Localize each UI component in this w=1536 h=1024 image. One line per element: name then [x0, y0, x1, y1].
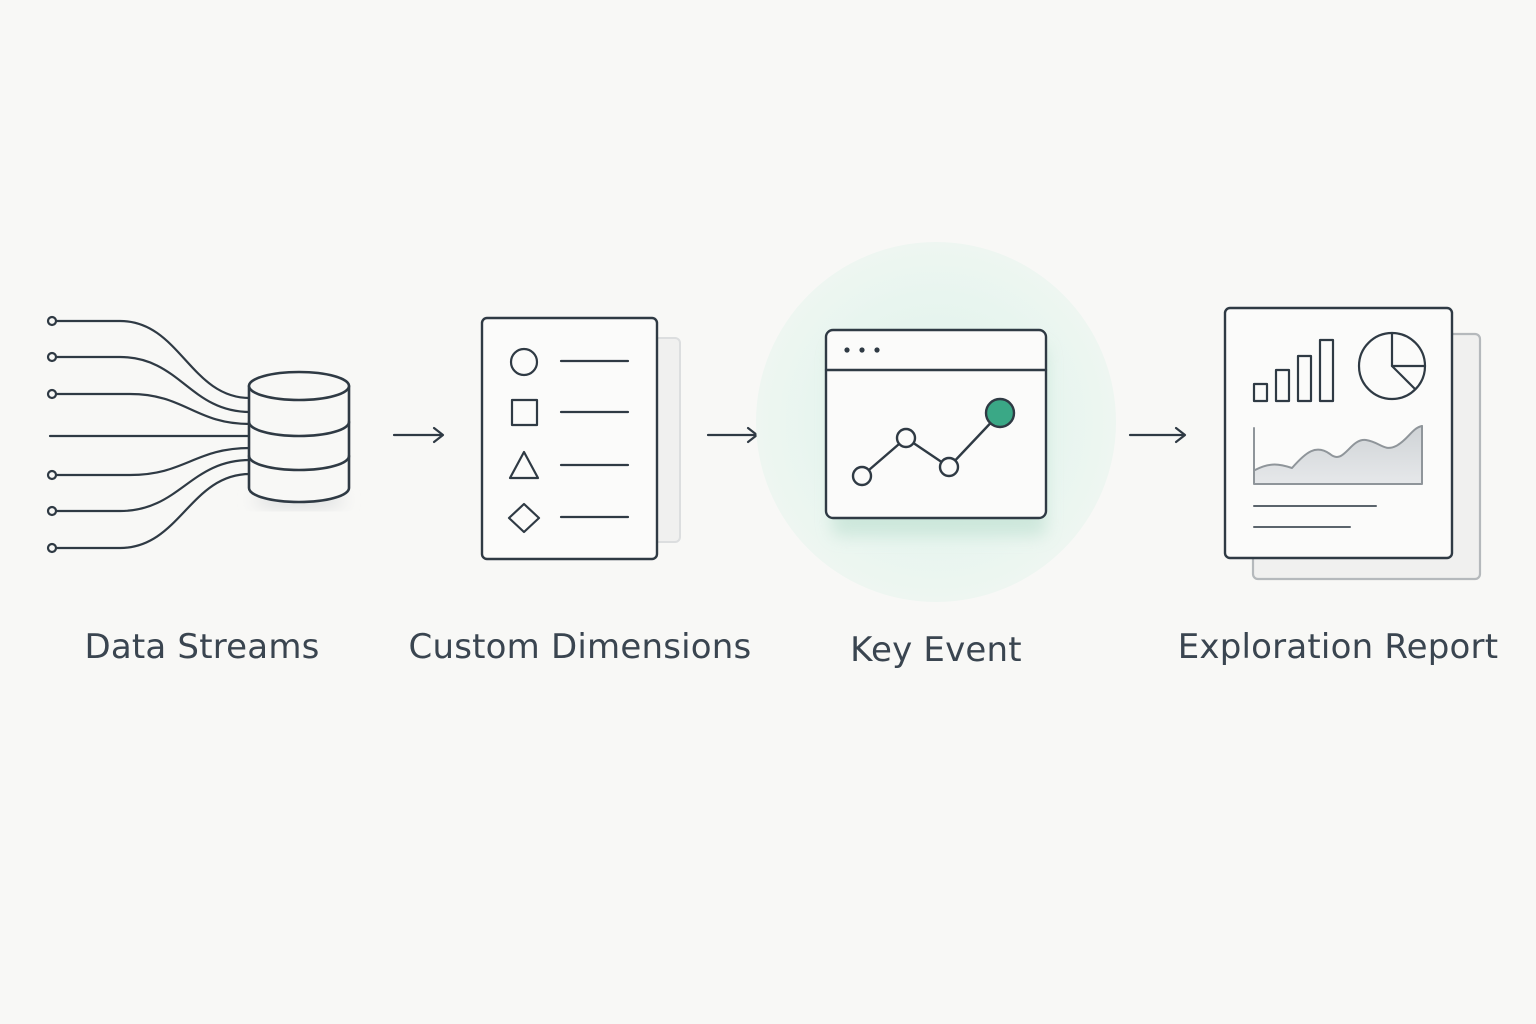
chart-points [851, 427, 960, 487]
area-chart-icon [1253, 425, 1423, 485]
stream-lines [48, 319, 252, 550]
diamond-shape [507, 502, 541, 534]
browser-line-chart-icon [824, 328, 1048, 520]
square-shape [510, 398, 539, 427]
circle-shape [509, 347, 539, 377]
data-streams-icon [46, 315, 351, 554]
database-icon [247, 370, 351, 504]
bar-chart-icon [1252, 338, 1335, 403]
step-label-key-event: Key Event [850, 630, 1022, 670]
text-lines [1253, 505, 1377, 528]
key-event-point [984, 397, 1016, 429]
arrow-right-icon [392, 426, 445, 444]
arrow-right-icon [1128, 426, 1187, 444]
arrow-right-icon [706, 426, 759, 444]
pie-chart-icon [1357, 331, 1427, 401]
triangle-shape [508, 450, 540, 480]
step-label-exploration-report: Exploration Report [1177, 627, 1499, 667]
trend-line [860, 411, 1002, 478]
document-shapes-icon [480, 316, 681, 561]
step-label-data-streams: Data Streams [84, 627, 320, 667]
report-charts-icon [1223, 306, 1482, 581]
stream-endpoints [46, 315, 58, 554]
dimension-lines [559, 359, 630, 519]
key-event-icon [756, 242, 1116, 602]
window-dots [844, 347, 880, 353]
step-label-custom-dimensions: Custom Dimensions [408, 627, 752, 667]
